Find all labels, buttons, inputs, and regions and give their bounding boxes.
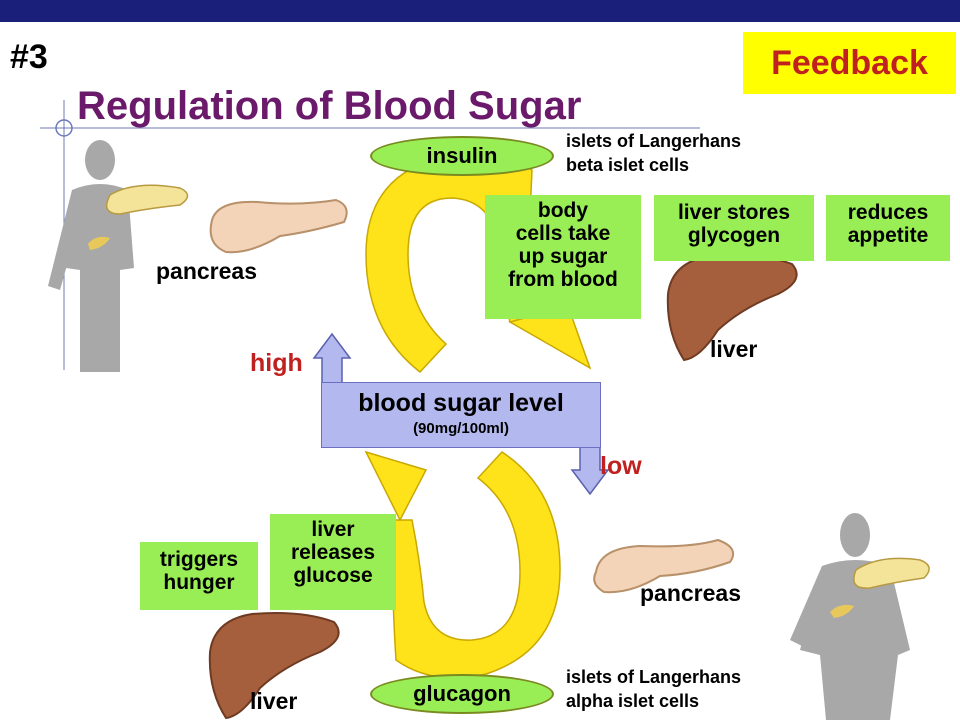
up-arrow-icon	[312, 332, 352, 385]
alpha-cells-line2: alpha islet cells	[566, 691, 700, 711]
glucagon-label: glucagon	[370, 674, 554, 714]
effect-line: glycogen	[687, 224, 781, 247]
human-silhouette-icon	[790, 513, 910, 720]
effect-liver-releases: liver releases glucose	[270, 514, 396, 610]
effect-line: appetite	[847, 224, 929, 247]
liver-bottom-label: liver	[250, 688, 298, 714]
effect-line: reduces	[847, 201, 929, 224]
slide-number: #3	[10, 38, 48, 76]
down-arrow-icon	[570, 445, 610, 496]
blood-sugar-level-label: blood sugar level	[358, 389, 564, 417]
low-label: low	[600, 452, 642, 480]
gallbladder-icon	[88, 236, 110, 250]
effect-line: liver stores	[677, 201, 791, 224]
effect-line: hunger	[163, 571, 235, 594]
effect-reduces-appetite: reduces appetite	[826, 195, 950, 261]
liver-icon	[208, 612, 340, 720]
alpha-cells-line1: islets of Langerhans	[566, 667, 742, 687]
effect-liver-stores: liver stores glycogen	[654, 195, 814, 261]
human-silhouette-icon	[48, 140, 134, 372]
slide-title: Regulation of Blood Sugar	[77, 84, 582, 128]
effect-line: body	[537, 199, 589, 222]
blood-sugar-level-value: (90mg/100ml)	[413, 420, 509, 437]
pancreas-icon	[593, 538, 734, 594]
effect-line: from blood	[508, 268, 618, 291]
beta-cells-line2: beta islet cells	[566, 155, 690, 175]
high-label: high	[250, 349, 303, 377]
pancreas-top-label: pancreas	[156, 258, 258, 284]
insulin-label: insulin	[370, 136, 554, 176]
guide-circle	[55, 119, 73, 137]
effect-line: liver	[311, 518, 355, 541]
pancreas-bottom-label: pancreas	[640, 580, 742, 606]
pancreas-icon	[853, 557, 930, 589]
effect-line: glucose	[293, 564, 373, 587]
beta-cells-line1: islets of Langerhans	[566, 131, 742, 151]
effect-line: up sugar	[518, 245, 608, 268]
liver-top-label: liver	[710, 336, 758, 362]
effect-line: releases	[290, 541, 376, 564]
gallbladder-icon	[830, 604, 854, 618]
effect-body-cells: body cells take up sugar from blood	[485, 195, 641, 319]
effect-line: cells take	[515, 222, 611, 245]
pancreas-icon	[105, 184, 189, 215]
pancreas-icon	[209, 198, 348, 254]
top-bar	[0, 0, 960, 22]
effect-triggers-hunger: triggers hunger	[140, 542, 258, 610]
feedback-tag: Feedback	[743, 32, 956, 94]
blood-sugar-level-box: blood sugar level (90mg/100ml)	[321, 382, 601, 448]
effect-line: triggers	[159, 548, 239, 571]
